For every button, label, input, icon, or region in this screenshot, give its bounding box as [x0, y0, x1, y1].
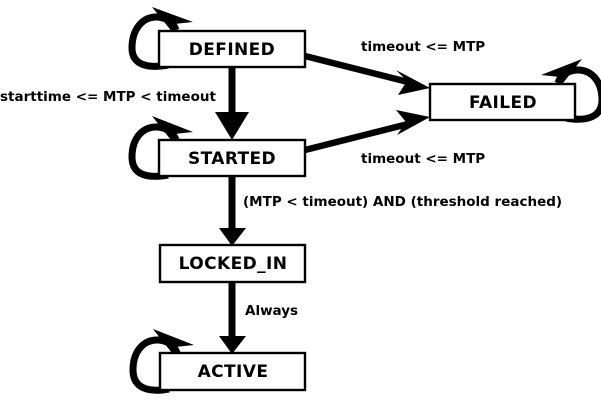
edge-label-defined-timeout: timeout <= MTP — [361, 39, 485, 55]
state-defined[interactable]: DEFINED — [157, 29, 307, 69]
edge-label-started-timeout: timeout <= MTP — [361, 151, 485, 167]
transition-defined-to-started[interactable] — [215, 67, 249, 140]
transition-started-to-failed[interactable] — [304, 110, 430, 154]
defined-to-failed-line — [304, 52, 409, 86]
state-locked-in[interactable]: LOCKED_IN — [158, 243, 307, 284]
transition-started-to-locked-in[interactable] — [219, 176, 246, 246]
transition-defined-self[interactable] — [128, 7, 193, 70]
edge-label-threshold-condition: (MTP < timeout) AND (threshold reached) — [243, 194, 562, 210]
state-locked-in-label: LOCKED_IN — [179, 254, 288, 274]
transition-locked-in-to-active[interactable] — [219, 282, 246, 354]
defined-to-started-arrowhead — [215, 112, 249, 140]
state-active[interactable]: ACTIVE — [158, 351, 307, 392]
state-failed-label: FAILED — [469, 93, 537, 113]
state-defined-label: DEFINED — [189, 40, 275, 60]
state-defined-box — [157, 29, 307, 69]
transition-active-self[interactable] — [129, 329, 194, 394]
state-started-label: STARTED — [188, 149, 276, 169]
state-started[interactable]: STARTED — [157, 138, 307, 178]
state-active-box — [158, 351, 307, 392]
started-self-loop-arrowhead — [152, 116, 193, 154]
defined-self-loop-arrowhead — [152, 7, 193, 44]
active-self-loop-arrowhead — [153, 329, 194, 367]
started-to-failed-line — [304, 120, 409, 154]
started-to-failed-arrowhead — [396, 110, 430, 135]
started-to-locked-in-arrowhead — [219, 228, 246, 246]
state-active-label: ACTIVE — [198, 362, 269, 382]
edge-label-starttime-condition: starttime <= MTP < timeout — [0, 89, 216, 105]
failed-self-loop-arrowhead — [541, 59, 582, 97]
state-failed-box — [428, 82, 577, 122]
transition-failed-self[interactable] — [541, 59, 601, 123]
edge-label-always: Always — [245, 303, 298, 319]
transition-defined-to-failed[interactable] — [304, 52, 430, 95]
state-failed[interactable]: FAILED — [428, 82, 577, 122]
state-started-box — [157, 138, 307, 178]
locked-in-to-active-arrowhead — [219, 336, 246, 354]
defined-to-failed-arrowhead — [396, 70, 430, 95]
transition-started-self[interactable] — [128, 116, 193, 180]
state-locked-in-box — [158, 243, 307, 284]
